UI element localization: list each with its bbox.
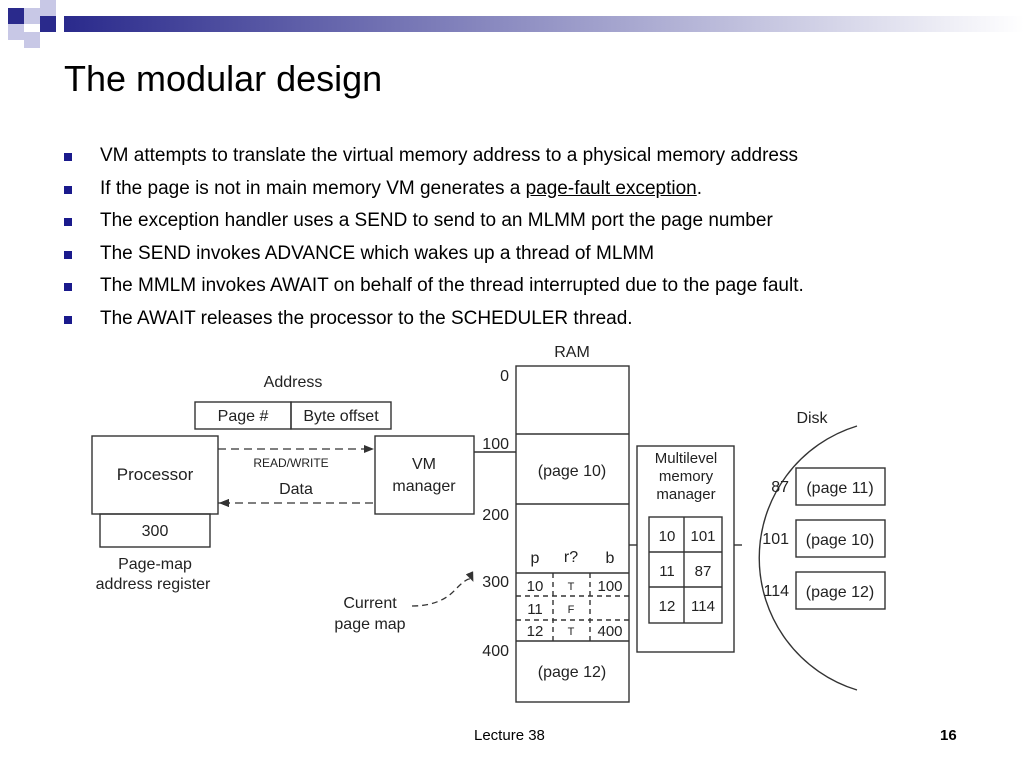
- page-map-register-box: [99, 513, 211, 548]
- slide-title: The modular design: [64, 58, 383, 99]
- disk-page-12: (page 12): [806, 584, 875, 601]
- disk-address-101: 101: [762, 531, 789, 548]
- disk-address-114: 114: [763, 583, 789, 600]
- ram-page-10: (page 10): [538, 463, 607, 480]
- register-label-1: Page-map: [118, 556, 192, 573]
- vm-manager-label-2: manager: [392, 478, 456, 495]
- page-number: 16: [940, 727, 957, 744]
- mlmm-cell: 11: [659, 563, 675, 580]
- ram-address-400: 400: [482, 643, 509, 660]
- page-fault-link: page-fault exception: [525, 177, 697, 199]
- bullet-item: The SEND invokes ADVANCE which wakes up …: [62, 238, 1002, 271]
- bullet-item: VM attempts to translate the virtual mem…: [62, 140, 1002, 173]
- current-page-map-label-2: page map: [334, 616, 405, 633]
- current-page-map-label-1: Current: [343, 595, 397, 612]
- mlmm-cell: 87: [695, 563, 712, 580]
- page-map-cell: T: [568, 626, 575, 638]
- footer-lecture: Lecture 38: [474, 727, 545, 744]
- ram-address-300: 300: [482, 574, 509, 591]
- read-write-label: READ/WRITE: [253, 456, 328, 470]
- page-map-cell: 400: [597, 623, 622, 640]
- disk-block-1: [795, 467, 886, 506]
- disk-page-10: (page 10): [806, 532, 875, 549]
- ram-address-0: 0: [500, 368, 509, 385]
- bullet-item: If the page is not in main memory VM gen…: [62, 173, 1002, 206]
- register-label-2: address register: [96, 576, 211, 593]
- mlmm-box: [636, 445, 735, 653]
- mlmm-cell: 10: [659, 528, 676, 545]
- disk-page-11: (page 11): [806, 480, 873, 497]
- mlmm-cell: 12: [659, 598, 676, 615]
- mlmm-cell: 101: [690, 528, 715, 545]
- page-map-cell: 11: [527, 601, 543, 618]
- mlmm-label-3: manager: [656, 486, 715, 503]
- disk-arc: [758, 425, 858, 691]
- ram-box: [515, 365, 630, 703]
- ram-address-200: 200: [482, 507, 509, 524]
- page-field-label: Page #: [218, 408, 269, 425]
- header-band: [8, 0, 1024, 48]
- page-map-cell: 10: [527, 578, 544, 595]
- ram-page-12: (page 12): [538, 664, 607, 681]
- vm-manager-box: [374, 435, 475, 515]
- page-map-cell: T: [568, 581, 575, 593]
- address-label: Address: [264, 374, 323, 391]
- page-map-header-p: p: [531, 550, 540, 567]
- data-label: Data: [279, 481, 313, 498]
- bullet-list: VM attempts to translate the virtual mem…: [62, 140, 1002, 336]
- page-map-cell: 100: [597, 578, 622, 595]
- disk-block-2: [795, 519, 886, 558]
- page-map-header-b: b: [606, 550, 615, 567]
- mlmm-label-2: memory: [659, 468, 714, 485]
- mlmm-cell: 114: [691, 598, 715, 615]
- page-map-header-r: r?: [564, 549, 578, 566]
- page-map-cell: 12: [527, 623, 544, 640]
- ram-label: RAM: [554, 344, 590, 361]
- page-map-cell: F: [568, 604, 575, 616]
- address-offset-field: [290, 401, 392, 430]
- offset-field-label: Byte offset: [303, 408, 379, 425]
- bullet-item: The exception handler uses a SEND to sen…: [62, 205, 1002, 238]
- disk-address-87: 87: [771, 479, 789, 496]
- register-value: 300: [142, 523, 169, 540]
- current-page-map-arrow: [411, 571, 474, 607]
- vm-manager-label-1: VM: [412, 456, 436, 473]
- ram-address-100: 100: [482, 436, 509, 453]
- bullet-item: The MMLM invokes AWAIT on behalf of the …: [62, 270, 1002, 303]
- mlmm-label-1: Multilevel: [655, 450, 718, 467]
- disk-block-3: [795, 571, 886, 610]
- disk-label: Disk: [796, 410, 828, 427]
- processor-label: Processor: [117, 465, 194, 484]
- bullet-item: The AWAIT releases the processor to the …: [62, 303, 1002, 336]
- mlmm-table: [648, 516, 723, 624]
